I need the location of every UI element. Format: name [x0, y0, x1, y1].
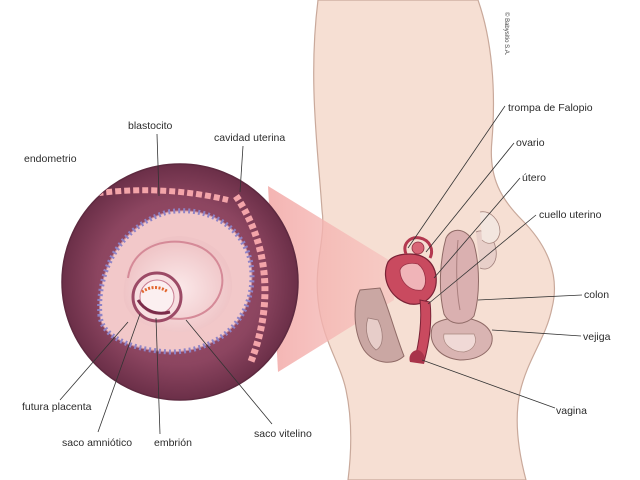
leader-vejiga — [491, 329, 582, 337]
label-cavidad-uterina: cavidad uterina — [214, 132, 286, 144]
label-endometrio: endometrio — [24, 153, 77, 165]
fallopian-tube-shape — [403, 236, 434, 259]
leader-ovario — [425, 142, 515, 253]
leader-embrion — [155, 317, 161, 435]
label-futura-placenta: futura placenta — [22, 401, 92, 413]
label-vagina: vagina — [556, 405, 587, 417]
leader-saco-amniotico — [97, 313, 141, 433]
magnified-uterine-wall — [61, 163, 299, 401]
ovary-shape — [411, 241, 425, 255]
leader-lines — [59, 105, 583, 435]
leader-vagina — [421, 359, 556, 409]
label-blastocito: blastocito — [128, 120, 173, 132]
label-embrion: embrión — [154, 437, 192, 449]
leader-cavidad-uterina — [239, 145, 244, 193]
label-colon: colon — [584, 289, 610, 301]
label-trompa-de-falopio: trompa de Falopio — [508, 102, 593, 114]
label-vejiga: vejiga — [583, 331, 611, 343]
leader-futura-placenta — [59, 321, 129, 401]
copyright-notice: © Babysitio S.A. — [503, 12, 509, 56]
colon-shape — [439, 229, 479, 324]
leader-cuello — [427, 214, 537, 305]
leader-utero — [433, 177, 521, 279]
pelvic-organs — [354, 211, 501, 364]
leader-trompa — [407, 105, 506, 249]
label-saco-amniotico: saco amniótico — [62, 437, 133, 449]
label-utero: útero — [522, 172, 546, 184]
leader-blastocito — [156, 133, 160, 197]
zoom-beam — [268, 186, 394, 372]
label-ovario: ovario — [516, 137, 545, 149]
label-cuello-uterino: cuello uterino — [539, 209, 602, 221]
label-saco-vitelino: saco vitelino — [254, 428, 312, 440]
leader-colon — [477, 294, 583, 301]
leader-saco-vitelino — [185, 319, 273, 425]
